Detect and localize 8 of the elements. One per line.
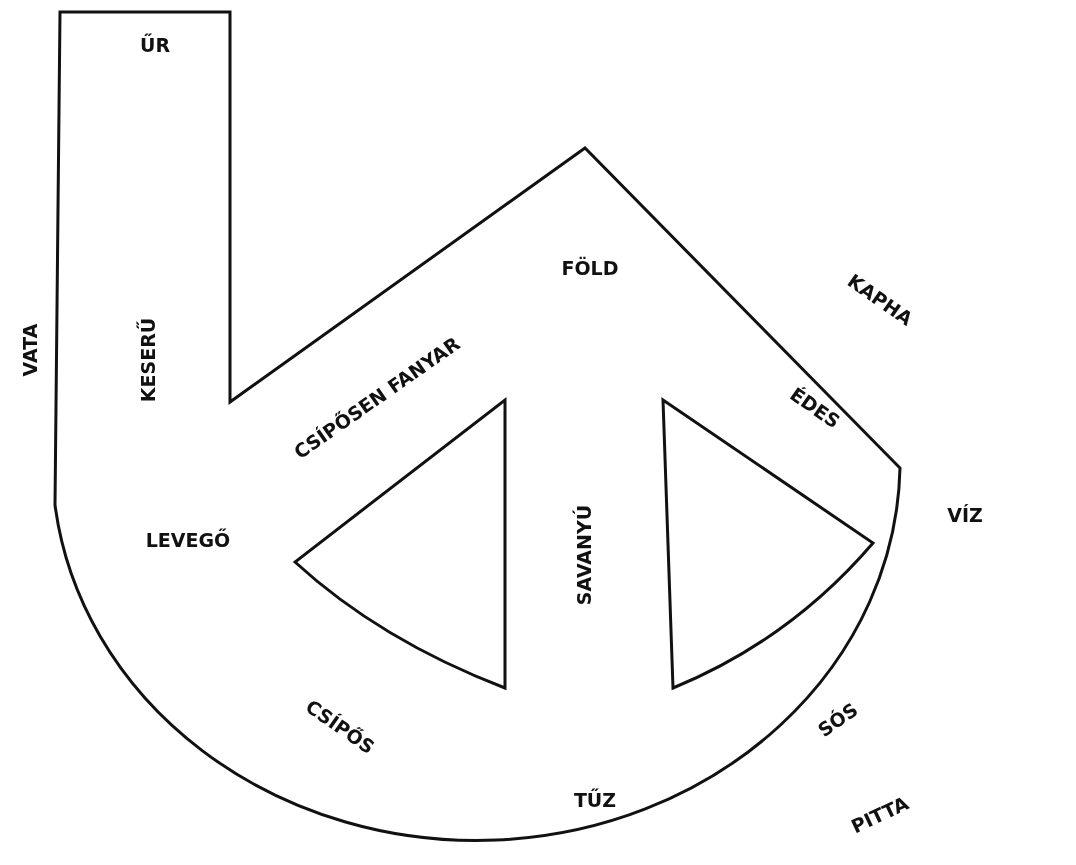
element-label: FÖLD bbox=[561, 258, 619, 278]
element-label: LEVEGŐ bbox=[145, 530, 231, 550]
element-label: VÍZ bbox=[947, 505, 983, 525]
element-label: TŰZ bbox=[573, 790, 617, 810]
taste-label: SAVANYÚ bbox=[574, 504, 594, 606]
dosha-label: VATA bbox=[20, 323, 40, 377]
taste-label: KESERŰ bbox=[138, 317, 158, 403]
element-label: ŰR bbox=[139, 35, 171, 55]
